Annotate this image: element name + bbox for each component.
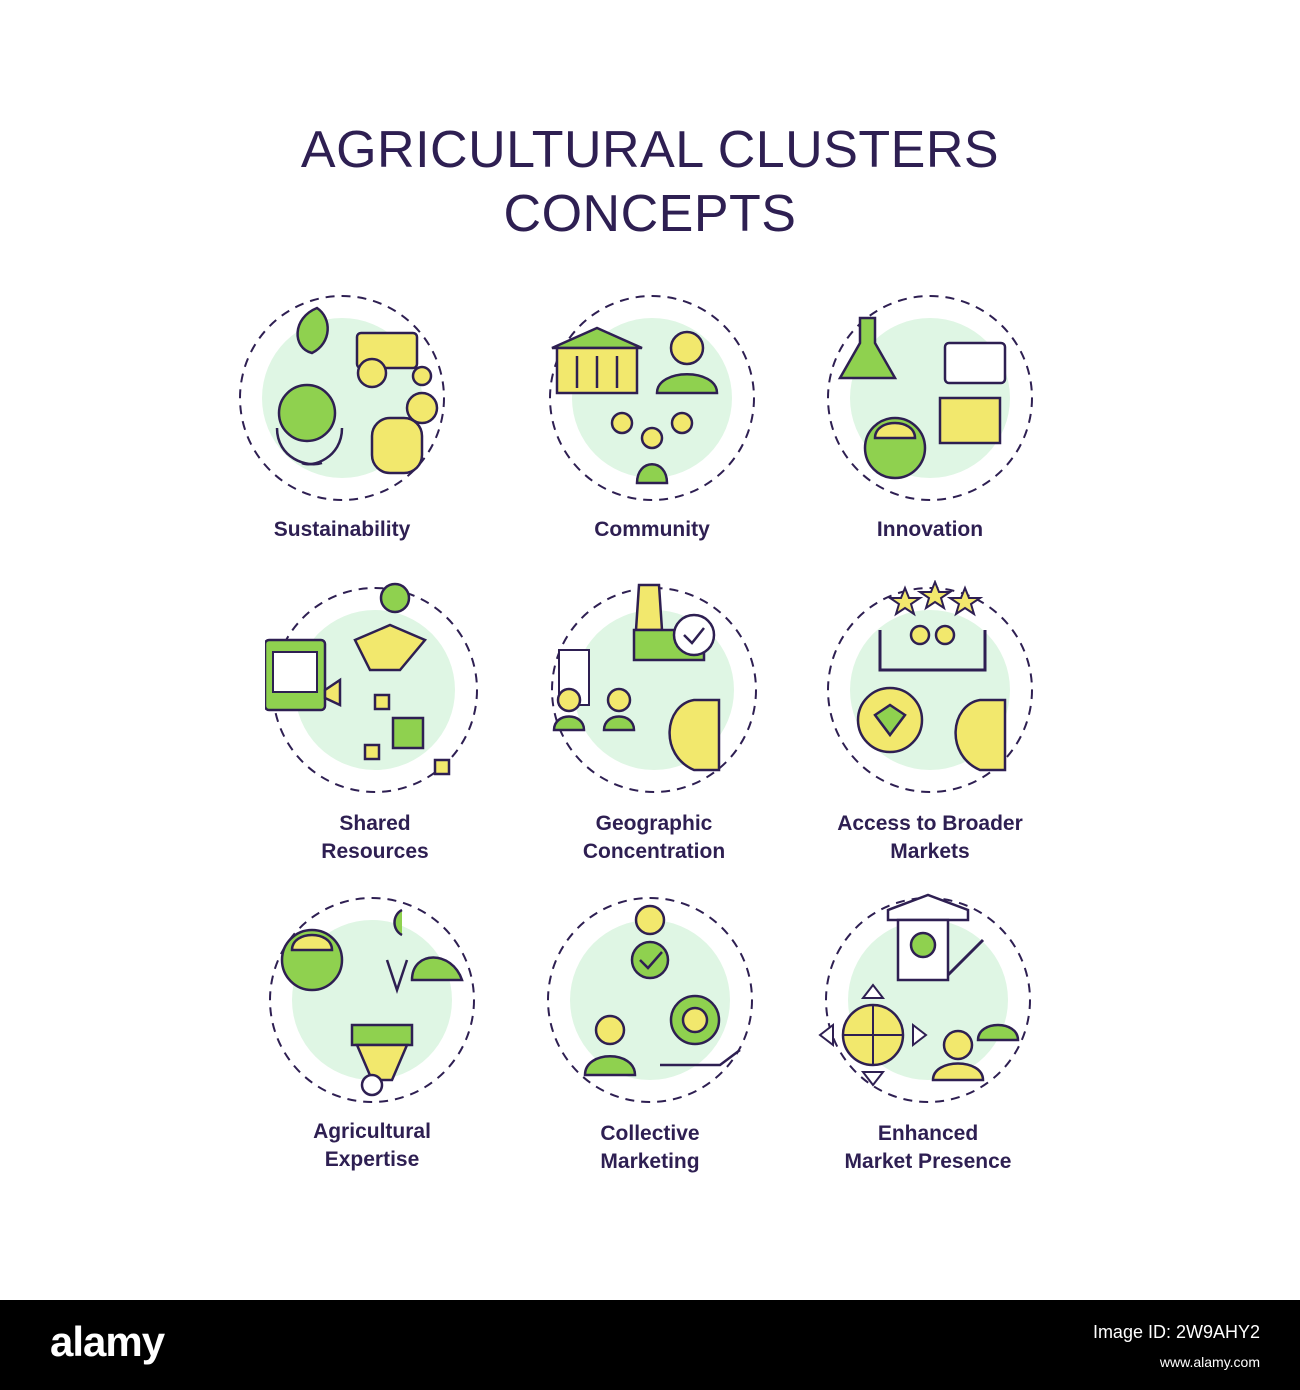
concept-label: Community (594, 518, 710, 541)
community-icon (549, 295, 755, 501)
footer-bar (0, 1300, 1300, 1390)
concept-agricultural-expertise: Agricultural Expertise (262, 890, 542, 1171)
geographic-concentration-icon (551, 583, 757, 793)
broader-markets-icon (827, 580, 1033, 793)
title-line-2: CONCEPTS (503, 185, 797, 243)
site-url: www.alamy.com (1159, 1354, 1260, 1370)
shared-resources-icon (265, 582, 478, 793)
concept-geographic-concentration: Geographic Concentration (544, 580, 824, 863)
concept-label: Agricultural Expertise (313, 1120, 431, 1171)
concept-label: Innovation (876, 518, 984, 541)
concept-innovation: Innovation (820, 288, 1100, 541)
concept-label: Shared Resources (321, 812, 429, 863)
concept-sustainability: Sustainability (232, 288, 512, 541)
concept-broader-markets: Access to Broader Markets (820, 580, 1100, 863)
market-presence-icon (818, 893, 1031, 1103)
innovation-icon (827, 295, 1033, 501)
concept-community: Community (542, 288, 822, 541)
concept-label: Sustainability (273, 518, 411, 541)
page-title: AGRICULTURAL CLUSTERS CONCEPTS (0, 118, 1300, 246)
brand-logo: alamy (50, 1318, 165, 1365)
title-line-1: AGRICULTURAL CLUSTERS (300, 121, 1000, 179)
concept-label: Geographic Concentration (582, 812, 726, 863)
sustainability-icon (239, 295, 445, 501)
concept-enhanced-market-presence: Enhanced Market Presence (818, 890, 1098, 1173)
image-id: Image ID: 2W9AHY2 (1092, 1322, 1260, 1342)
collective-marketing-icon (547, 897, 753, 1103)
concept-label: Collective Marketing (600, 1122, 700, 1173)
concept-label: Access to Broader Markets (837, 812, 1023, 863)
concept-collective-marketing: Collective Marketing (540, 890, 820, 1173)
agricultural-expertise-icon (269, 897, 475, 1103)
concept-shared-resources: Shared Resources (265, 580, 545, 863)
concept-label: Enhanced Market Presence (844, 1122, 1012, 1173)
